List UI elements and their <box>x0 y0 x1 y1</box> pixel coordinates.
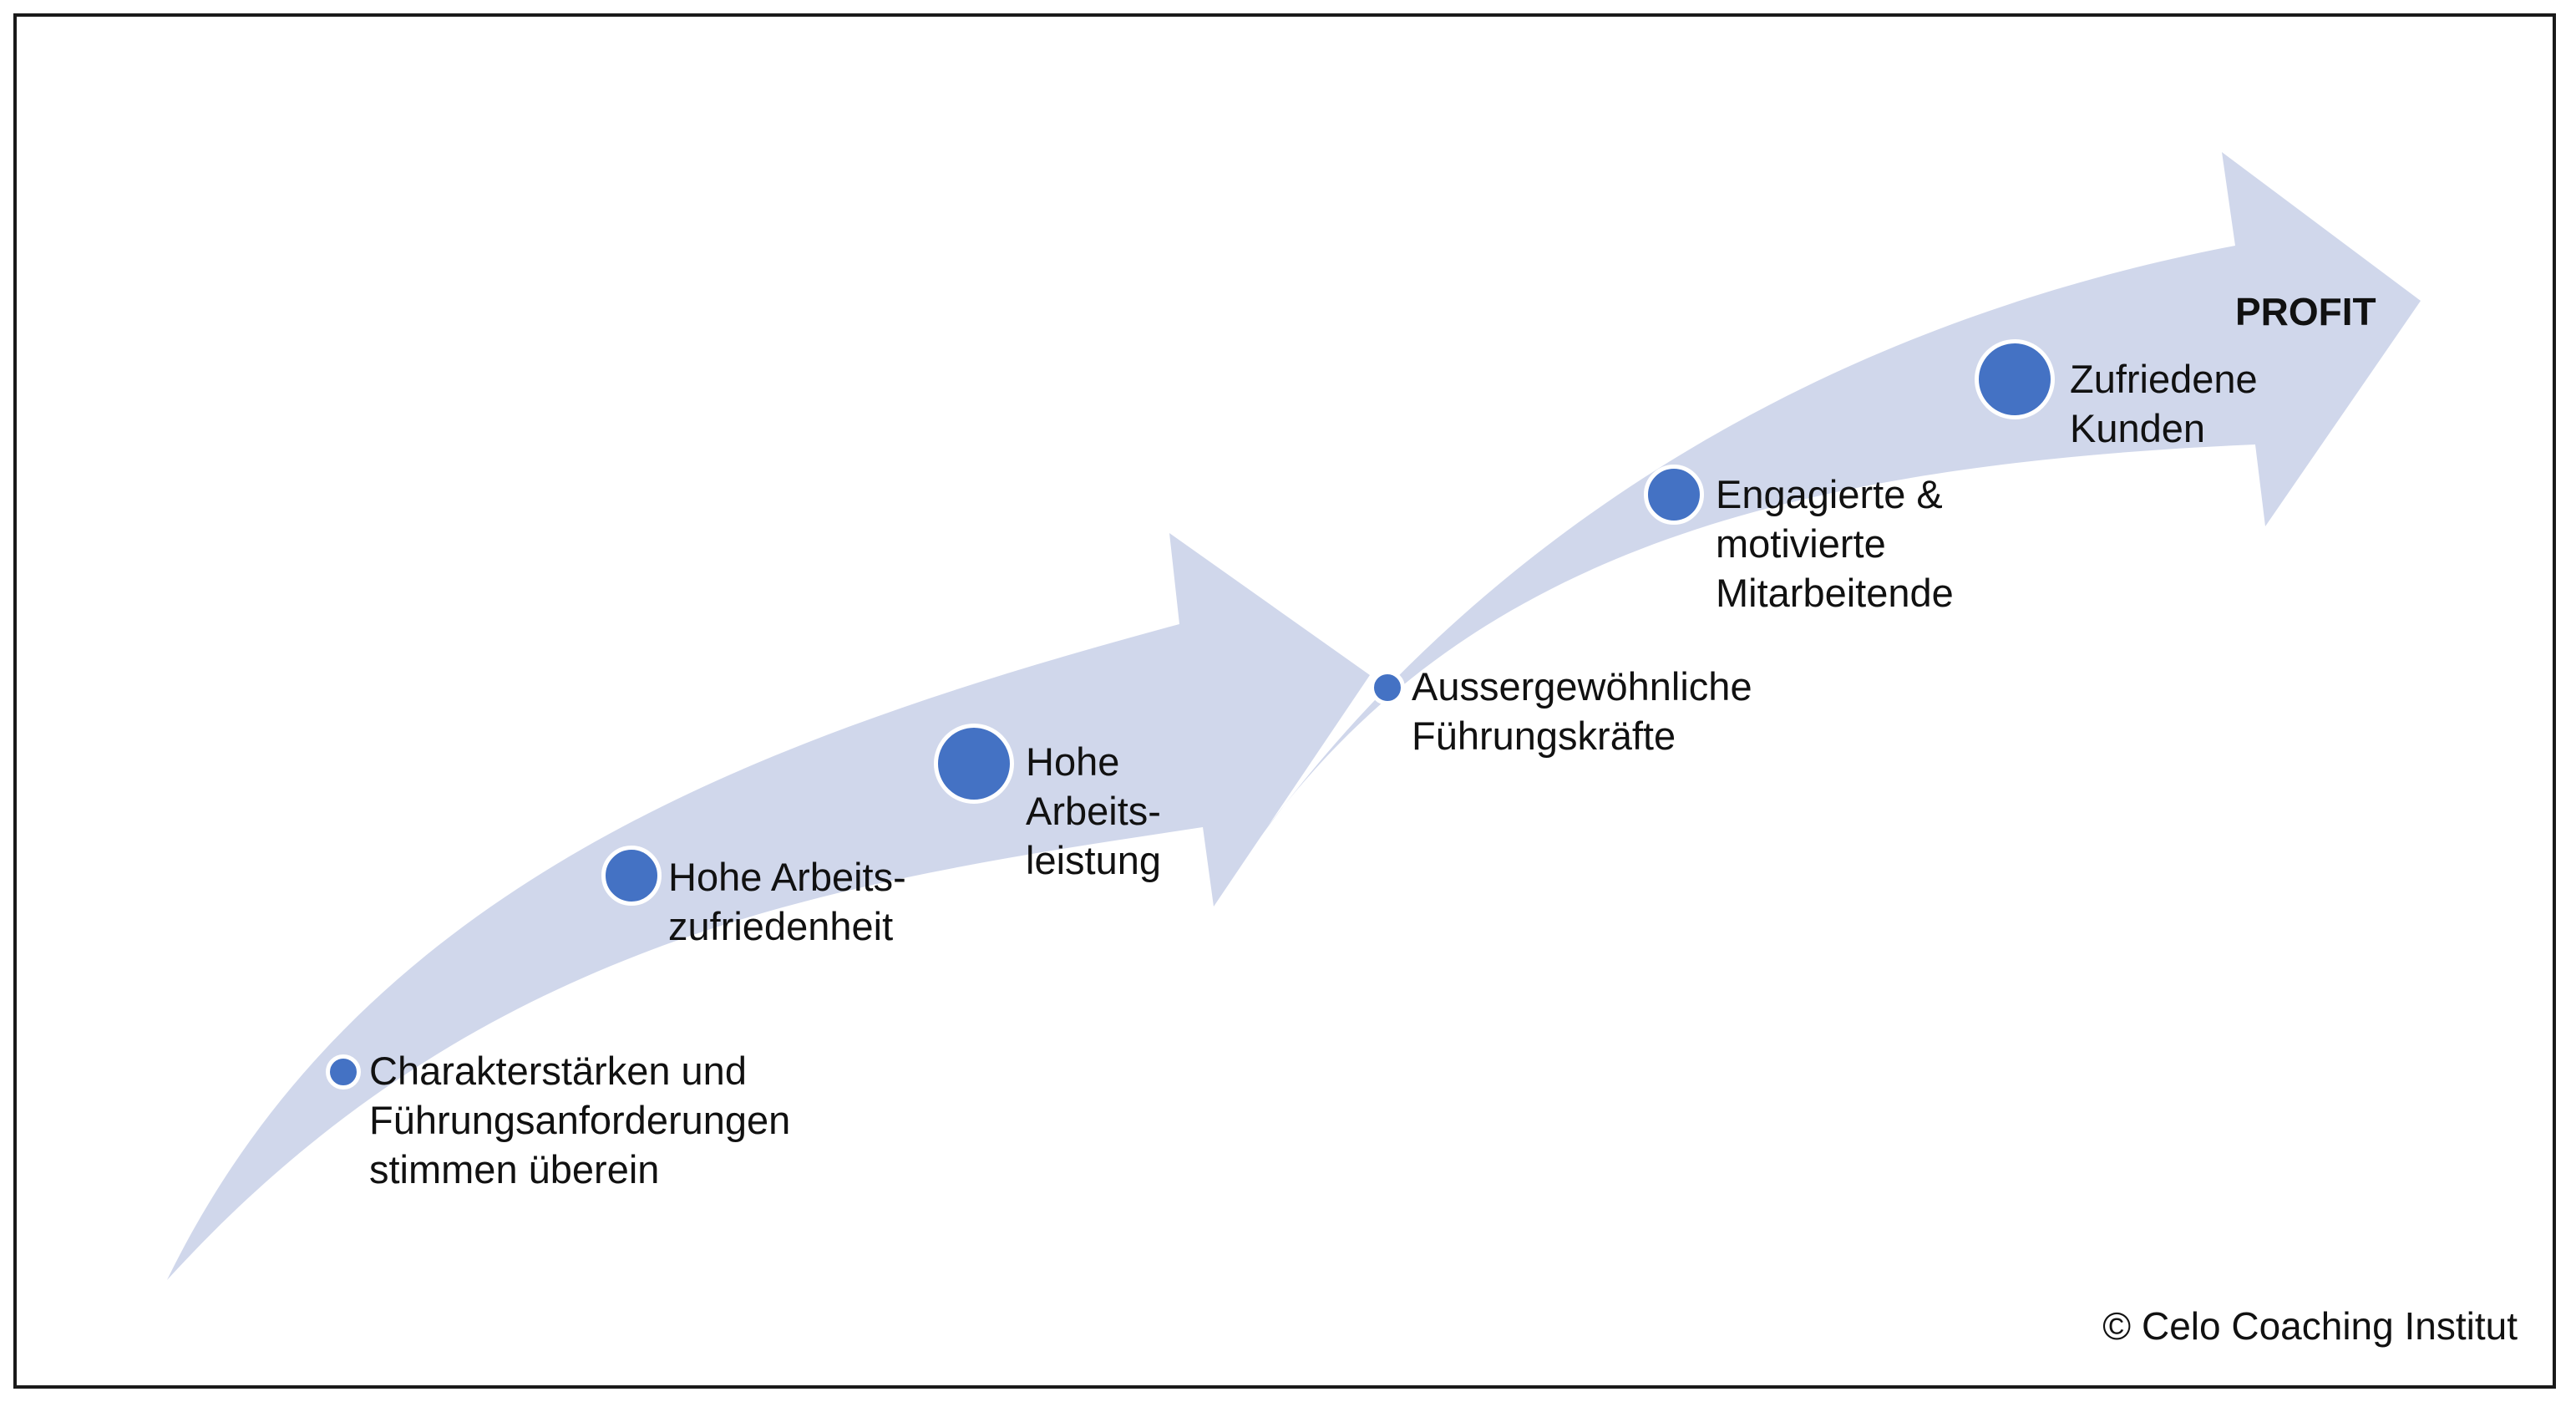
step-6-label: Zufriedene Kunden <box>2070 354 2258 453</box>
step-3-line-3: leistung <box>1026 838 1161 882</box>
step-4-line-1: Aussergewöhnliche <box>1412 664 1752 709</box>
step-5-line-3: Mitarbeitende <box>1716 571 1954 615</box>
profit-label: PROFIT <box>2235 290 2376 333</box>
step-2-dot <box>601 846 662 906</box>
step-1-dot <box>326 1054 361 1090</box>
step-6-line-2: Kunden <box>2070 406 2206 450</box>
step-3-line-1: Hohe <box>1026 739 1120 784</box>
step-5-label: Engagierte & motivierte Mitarbeitende <box>1716 470 1954 617</box>
step-6-dot <box>1975 339 2055 419</box>
step-5-dot <box>1644 465 1704 525</box>
step-5-line-1: Engagierte & <box>1716 472 1943 516</box>
step-3-label: Hohe Arbeits- leistung <box>1026 737 1161 885</box>
step-4-label: Aussergewöhnliche Führungskräfte <box>1412 662 1752 760</box>
second-arrow <box>1213 152 2421 907</box>
step-1-line-3: stimmen überein <box>369 1147 660 1191</box>
step-1-line-2: Führungsanforderungen <box>369 1098 791 1142</box>
step-4-line-2: Führungskräfte <box>1412 714 1676 758</box>
step-3-dot <box>934 724 1014 804</box>
step-1-line-1: Charakterstärken und <box>369 1049 747 1093</box>
step-2-label: Hohe Arbeits- zufriedenheit <box>668 852 906 951</box>
copyright-notice: © Celo Coaching Institut <box>2102 1304 2518 1348</box>
first-arrow <box>167 533 1370 1280</box>
step-1-label: Charakterstärken und Führungsanforderung… <box>369 1046 790 1194</box>
step-2-line-1: Hohe Arbeits- <box>668 855 906 899</box>
step-2-line-2: zufriedenheit <box>668 904 894 948</box>
step-4-dot <box>1370 670 1405 705</box>
step-3-line-2: Arbeits- <box>1026 789 1161 833</box>
step-5-line-2: motivierte <box>1716 521 1886 566</box>
step-6-line-1: Zufriedene <box>2070 357 2258 401</box>
